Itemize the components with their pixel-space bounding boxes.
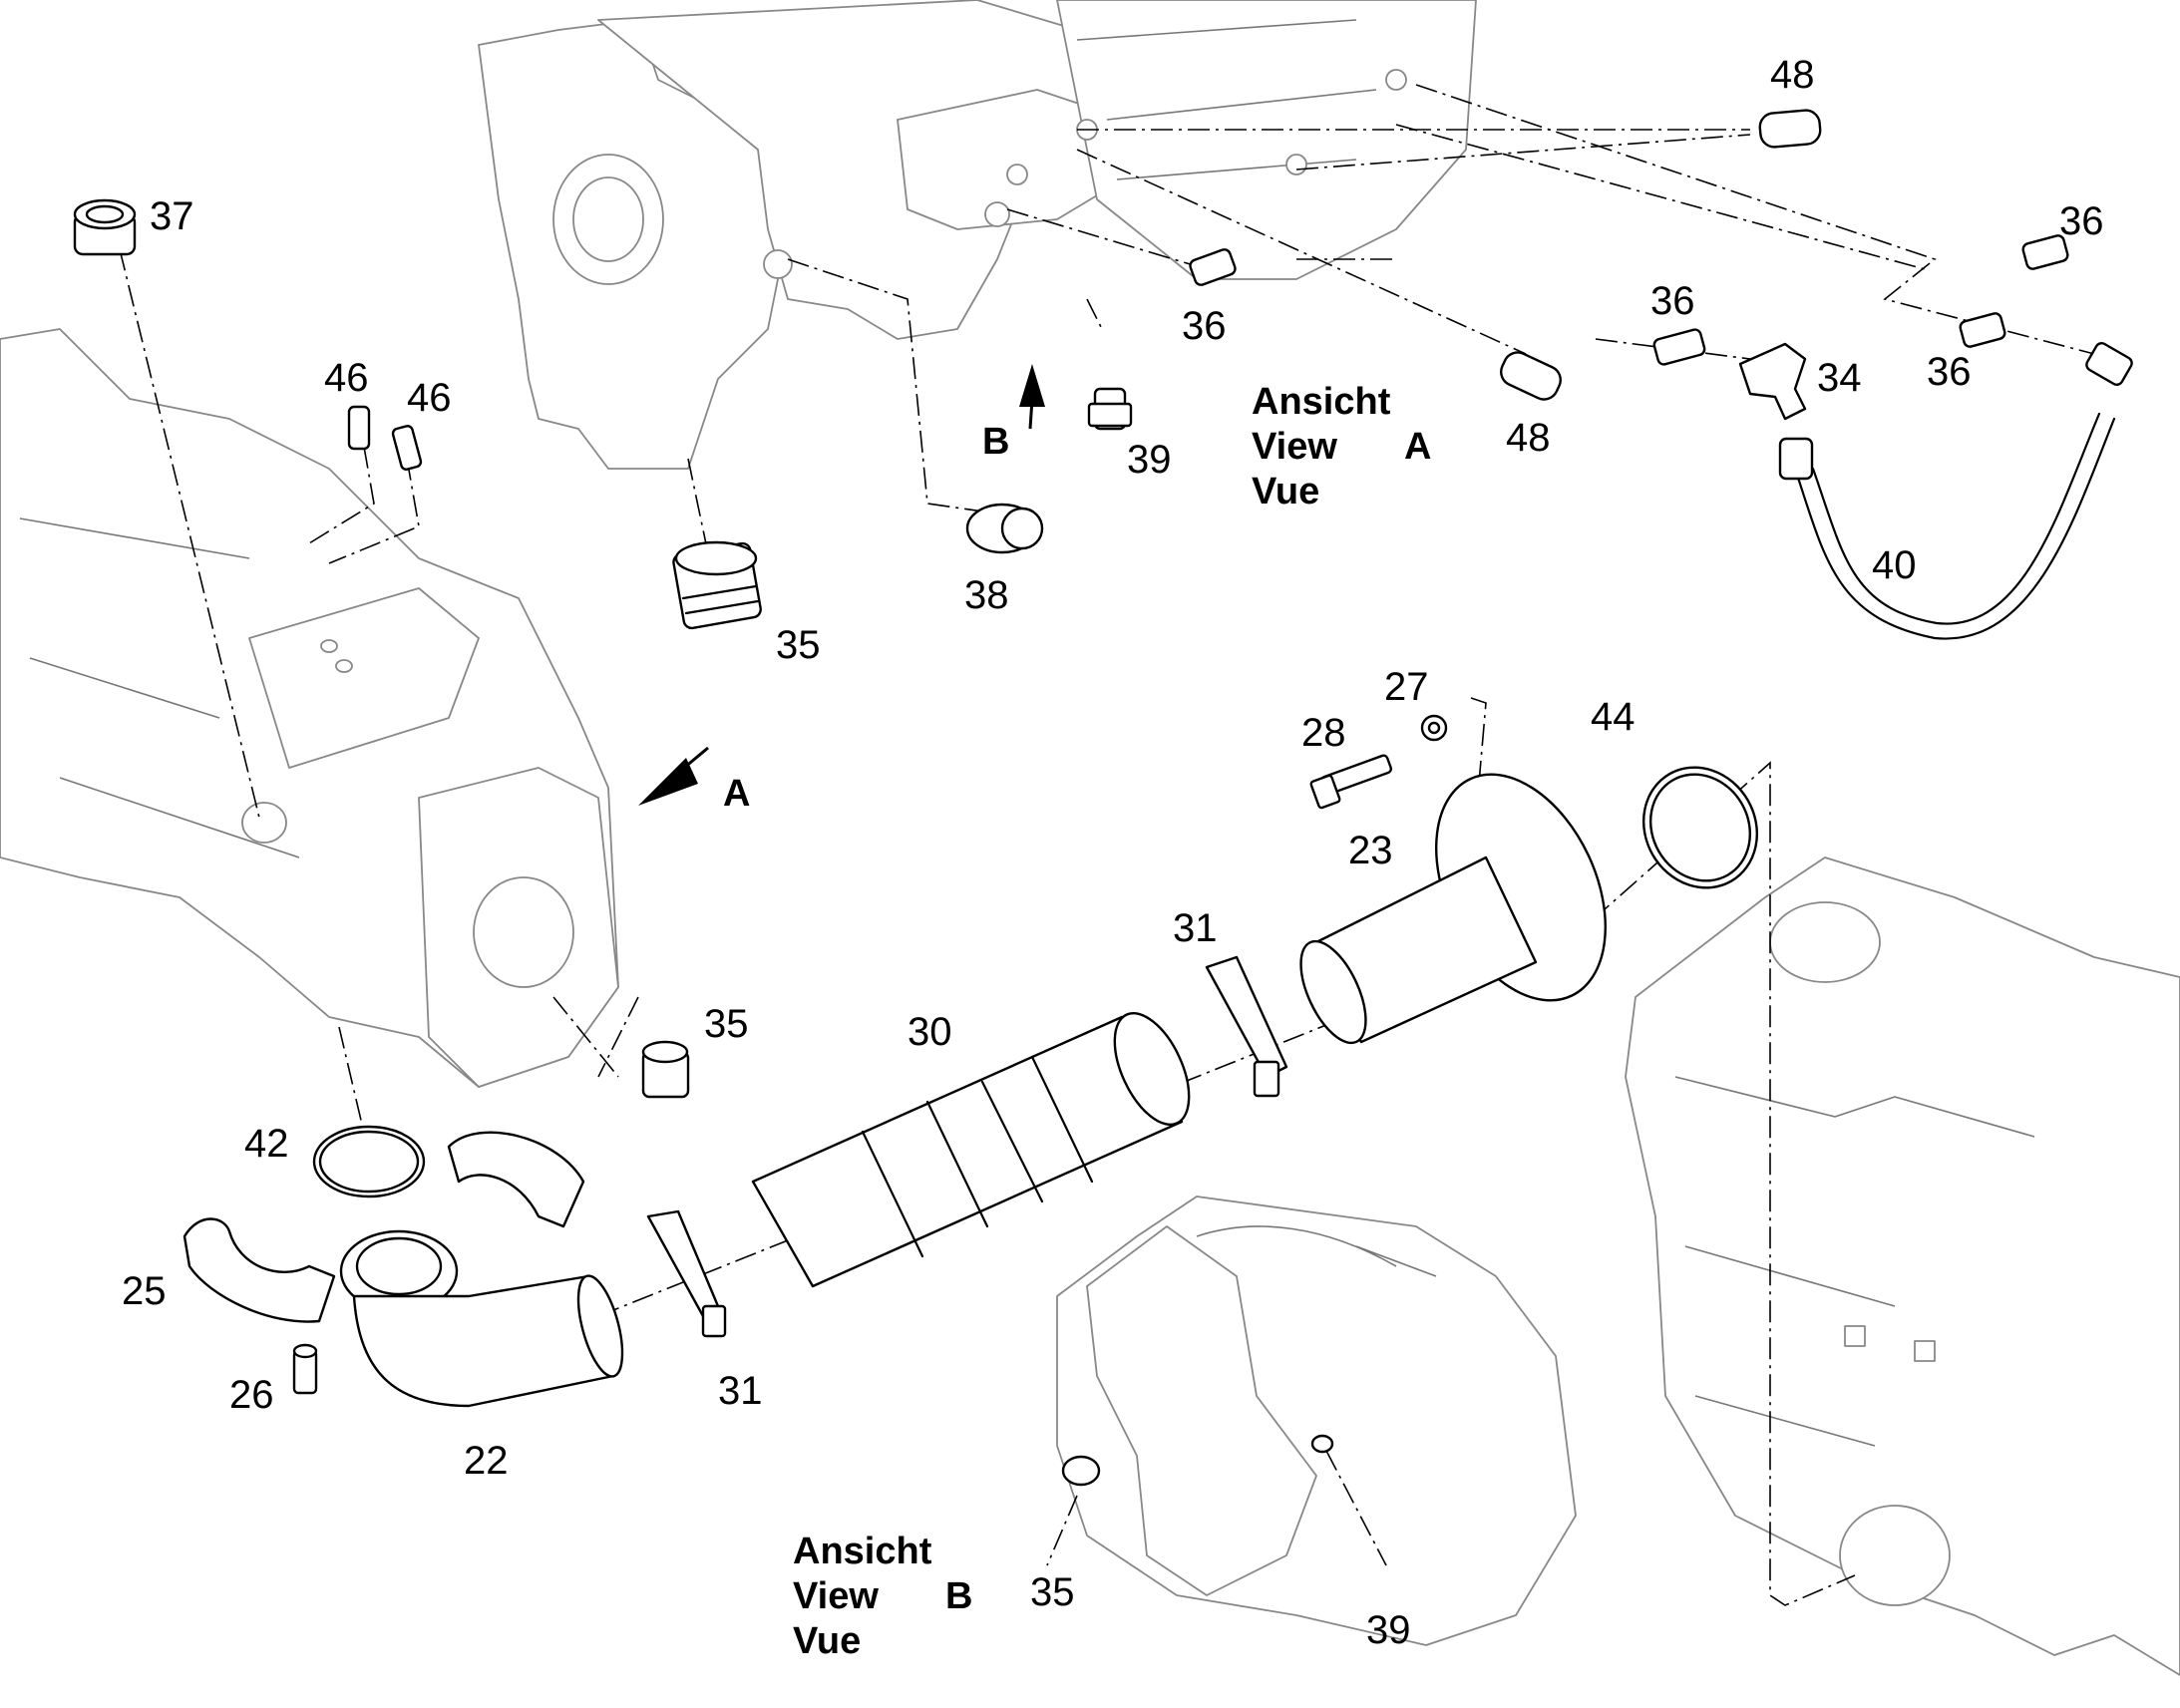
callout-40: 40 (1872, 543, 1917, 587)
pump-assembly-left (0, 328, 619, 1088)
elbow-22-icon (339, 1229, 624, 1408)
callout-28: 28 (1301, 711, 1346, 755)
bolt-28-icon (1309, 754, 1393, 810)
transmission-housing (1625, 856, 2180, 1676)
fitting-39-top-icon (1087, 387, 1133, 431)
flange-tube-23-icon (1299, 773, 1608, 1045)
hose-40-icon (1778, 342, 2133, 640)
clamp-31-lower-icon (646, 1209, 727, 1338)
callout-37: 37 (150, 194, 194, 238)
view-a-letter: A (1404, 426, 1431, 468)
view-a-line3: Vue (1252, 471, 1319, 512)
callout-30: 30 (908, 1010, 952, 1054)
callout-35-mid: 35 (704, 1002, 749, 1046)
view-a-line1: Ansicht (1252, 381, 1391, 423)
fitting-36-icon (1189, 234, 2069, 366)
fitting-35-top-icon (672, 540, 762, 630)
view-b-label: Ansicht View B Vue (793, 1531, 972, 1662)
callout-39-top: 39 (1127, 438, 1172, 482)
callout-42: 42 (244, 1122, 289, 1166)
view-arrow-b-icon (1019, 364, 1045, 430)
callout-46-right: 46 (407, 376, 452, 420)
callout-39-bottom: 39 (1366, 1608, 1411, 1652)
clamp-31-upper-icon (1205, 955, 1288, 1098)
view-a-line2: View (1252, 426, 1337, 468)
view-b-letter: B (945, 1575, 972, 1617)
pump-assembly-top (478, 0, 1477, 470)
callout-31-lower: 31 (718, 1369, 763, 1413)
callout-36-right: 36 (2059, 199, 2104, 243)
hose-30-icon (751, 1011, 1191, 1288)
arrow-label-a: A (723, 773, 750, 815)
oring-42-icon (312, 1125, 426, 1198)
callout-23: 23 (1348, 829, 1393, 872)
callout-35-bottom: 35 (1030, 1570, 1075, 1614)
fitting-46-icon (347, 405, 423, 471)
callout-36-lower-right: 36 (1927, 350, 1972, 394)
callout-25: 25 (122, 1269, 167, 1313)
callout-38: 38 (964, 573, 1009, 617)
bolt-26-icon (292, 1343, 318, 1395)
washer-27-icon (1420, 714, 1448, 742)
view-b-line1: Ansicht (793, 1531, 932, 1572)
split-flange-25-icon (182, 1131, 585, 1323)
callouts: 48 37 36 36 36 36 46 46 34 39 48 38 40 3… (122, 53, 2104, 1652)
view-b-line3: Vue (793, 1620, 861, 1662)
callout-26: 26 (229, 1373, 274, 1417)
view-b-assembly (1056, 1196, 1577, 1646)
tee-34-icon (1738, 342, 1807, 421)
callout-36-center: 36 (1650, 279, 1695, 323)
callout-22: 22 (464, 1439, 509, 1483)
callout-27: 27 (1384, 665, 1429, 709)
callout-44: 44 (1591, 695, 1635, 739)
view-arrow-a-icon (638, 746, 709, 806)
oring-44-icon (1641, 766, 1759, 889)
view-b-line2: View (793, 1575, 879, 1617)
callout-36-mid: 36 (1182, 304, 1227, 348)
plug-37-icon (73, 198, 137, 256)
plug-38-icon (965, 503, 1044, 554)
callout-48-mid: 48 (1506, 416, 1551, 460)
callout-46-left: 46 (324, 356, 369, 400)
sensor-48-icon (1500, 109, 1822, 401)
callout-35-top: 35 (776, 623, 821, 667)
view-a-label: Ansicht View A Vue (1252, 381, 1431, 512)
callout-34: 34 (1817, 356, 1862, 400)
fitting-35-mid-icon (641, 1040, 690, 1099)
arrow-label-b: B (982, 421, 1009, 463)
callout-48-top: 48 (1770, 53, 1815, 97)
callout-31-upper: 31 (1173, 906, 1218, 950)
